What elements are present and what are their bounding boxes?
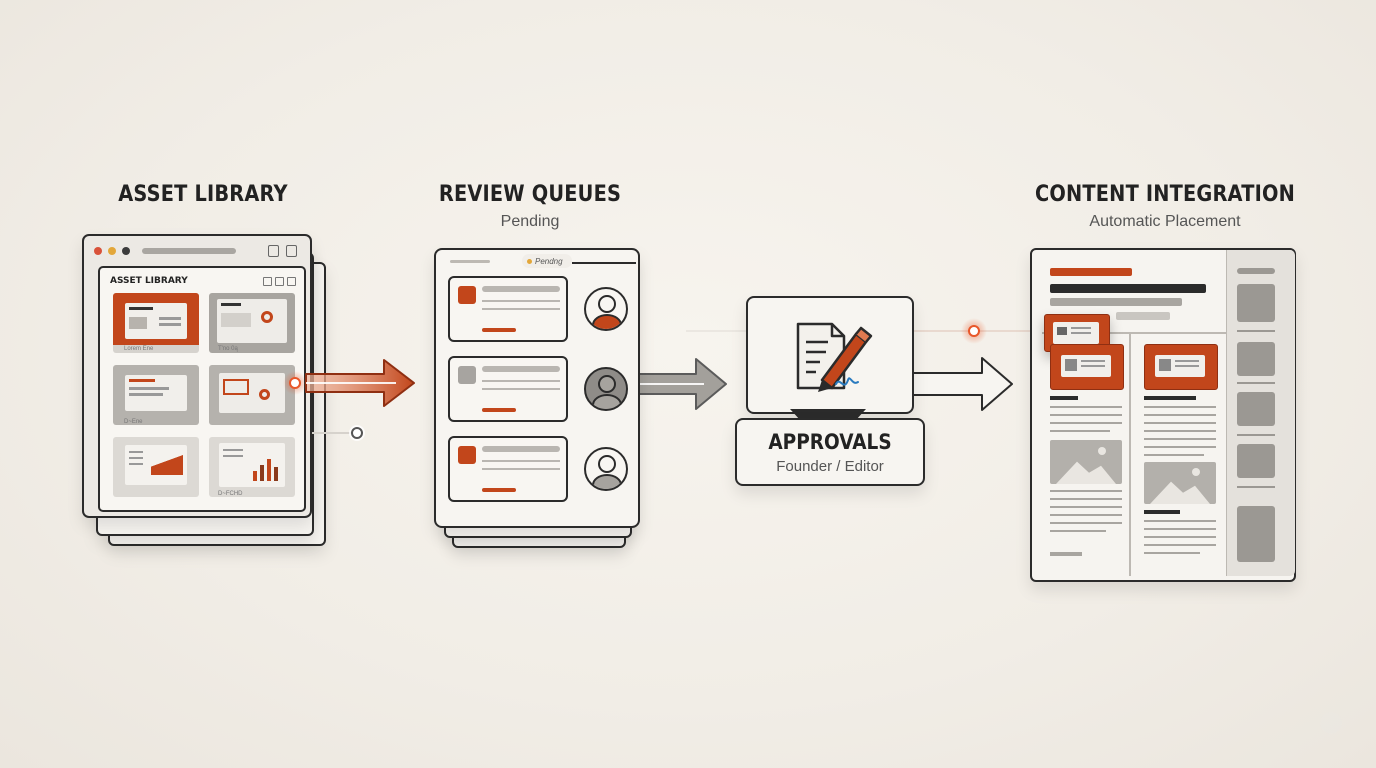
window-zoom-dot[interactable] bbox=[122, 247, 130, 255]
queue-item-2[interactable] bbox=[448, 356, 568, 422]
placement-node bbox=[968, 325, 980, 337]
review-queues-subtitle: Pending bbox=[500, 213, 560, 230]
asset-caption-3: D~Ene bbox=[124, 419, 143, 425]
approval-connector-tab bbox=[790, 409, 866, 419]
user-circle-icon bbox=[598, 455, 616, 473]
document-pen-icon bbox=[796, 322, 873, 392]
asset-thumbnail-6[interactable] bbox=[209, 437, 295, 497]
share-icon[interactable] bbox=[268, 245, 279, 257]
asset-caption-1: Lorem Ene bbox=[124, 346, 154, 352]
sidebar-widget-1[interactable] bbox=[1237, 284, 1275, 322]
approval-icon-card[interactable] bbox=[746, 296, 914, 414]
asset-caption-2: T'no 0ą bbox=[218, 346, 238, 352]
sidebar-widget-5[interactable] bbox=[1237, 506, 1275, 562]
content-integration-subtitle: Automatic Placement bbox=[1089, 213, 1241, 230]
user-circle-icon bbox=[598, 295, 616, 313]
asset-thumbnail-2[interactable] bbox=[209, 293, 295, 353]
approvals-label-box[interactable]: APPROVALS Founder / Editor bbox=[735, 418, 925, 486]
placed-asset-right[interactable] bbox=[1144, 344, 1218, 390]
panel-list-icon[interactable] bbox=[275, 277, 284, 286]
outline-flow-arrow bbox=[909, 357, 1013, 411]
review-queue-folder: Pendng bbox=[434, 248, 640, 528]
asset-caption-6: D~FCHD bbox=[218, 491, 243, 497]
placed-asset-left[interactable] bbox=[1050, 344, 1124, 390]
queue-item-3[interactable] bbox=[448, 436, 568, 502]
pending-tag[interactable]: Pendng bbox=[522, 254, 572, 268]
sparkle-watermark-icon bbox=[1320, 712, 1342, 734]
reviewer-avatar-1[interactable] bbox=[584, 287, 628, 331]
window-minimize-dot[interactable] bbox=[108, 247, 116, 255]
secondary-node bbox=[351, 427, 363, 439]
asset-thumbnail-5[interactable] bbox=[113, 437, 199, 497]
sidebar-widget-3[interactable] bbox=[1237, 392, 1275, 426]
panel-menu-icon[interactable] bbox=[287, 277, 296, 286]
reviewer-avatar-3[interactable] bbox=[584, 447, 628, 491]
sidebar-widget-2[interactable] bbox=[1237, 342, 1275, 376]
orange-node bbox=[289, 377, 301, 389]
orange-flow-arrow bbox=[305, 359, 415, 407]
queue-item-1[interactable] bbox=[448, 276, 568, 342]
review-queues-title: REVIEW QUEUES bbox=[438, 182, 622, 207]
address-bar[interactable] bbox=[142, 248, 236, 254]
gray-flow-arrow bbox=[635, 358, 727, 410]
asset-thumbnail-4[interactable] bbox=[209, 365, 295, 425]
approvals-title: APPROVALS bbox=[768, 430, 892, 454]
pending-tag-label: Pendng bbox=[535, 256, 563, 266]
asset-thumbnail-3[interactable] bbox=[113, 365, 199, 425]
edit-icon[interactable] bbox=[286, 245, 297, 257]
asset-thumbnail-1[interactable] bbox=[113, 293, 199, 353]
reviewer-avatar-2[interactable] bbox=[584, 367, 628, 411]
asset-library-title: ASSET LIBRARY bbox=[118, 182, 288, 207]
content-page bbox=[1030, 248, 1296, 582]
image-placeholder-icon bbox=[1144, 462, 1216, 504]
user-circle-icon bbox=[598, 375, 616, 393]
window-close-dot[interactable] bbox=[94, 247, 102, 255]
asset-library-browser-window: ASSET LIBRARY Lorem Ene T'no 0ą bbox=[82, 234, 312, 518]
asset-library-panel: ASSET LIBRARY Lorem Ene T'no 0ą bbox=[98, 266, 306, 512]
page-sidebar bbox=[1226, 250, 1295, 576]
panel-grid-icon[interactable] bbox=[263, 277, 272, 286]
sidebar-widget-4[interactable] bbox=[1237, 444, 1275, 478]
image-placeholder-icon bbox=[1050, 440, 1122, 484]
approvals-subtitle: Founder / Editor bbox=[776, 458, 884, 475]
content-integration-title: CONTENT INTEGRATION bbox=[1035, 182, 1295, 207]
pending-dot-icon bbox=[527, 258, 532, 264]
asset-library-window-title: ASSET LIBRARY bbox=[110, 276, 188, 286]
